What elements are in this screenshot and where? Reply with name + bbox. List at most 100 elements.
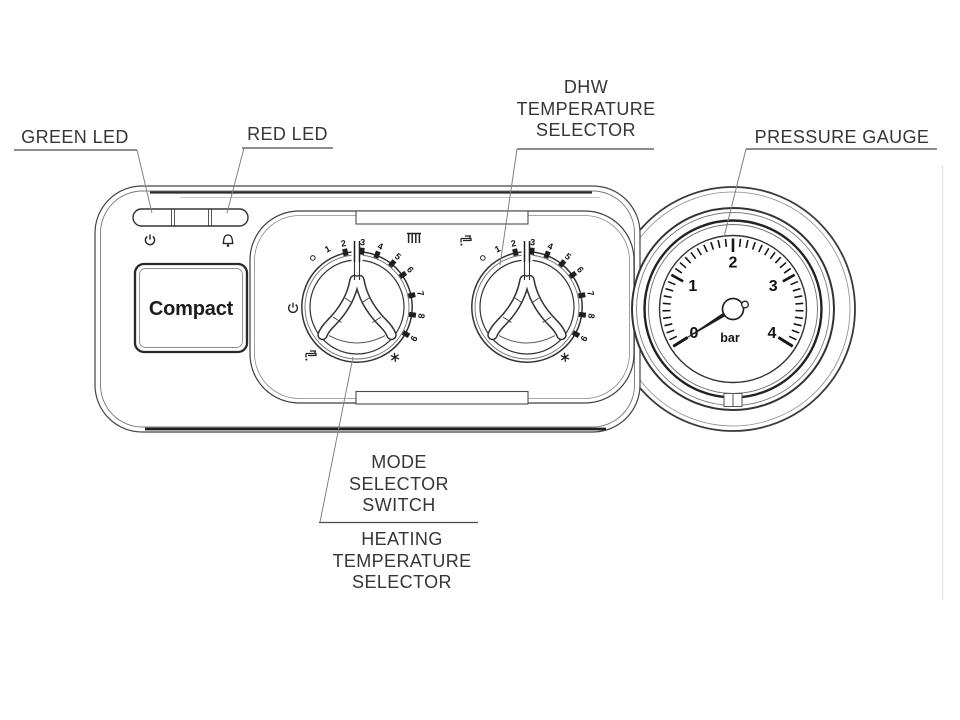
callout-underlines xyxy=(14,147,937,524)
gauge-tick xyxy=(710,241,715,250)
knob-scale-star-mark xyxy=(390,352,400,362)
gauge-number: 3 xyxy=(769,278,778,295)
gauge-tick xyxy=(662,302,671,305)
gauge-needle xyxy=(676,307,735,345)
knob-scale-tab xyxy=(571,330,581,339)
knob-scale-tab xyxy=(558,259,567,268)
brand-badge: Compact xyxy=(133,262,249,354)
gauge-tick xyxy=(790,280,799,286)
knob-scale-tab xyxy=(529,247,535,255)
knob-scale-tab xyxy=(568,270,578,279)
knob-scale-number: 4 xyxy=(376,241,384,252)
knob-scale-number: 7 xyxy=(415,290,426,297)
knob-scale-tab xyxy=(543,250,551,259)
gauge-tick xyxy=(738,238,742,247)
knob-scale-number: 6 xyxy=(405,265,416,275)
knob-scale-tab xyxy=(398,270,408,279)
gauge-hub xyxy=(721,297,745,321)
gauge-tick xyxy=(664,323,673,327)
gauge-tick-marks xyxy=(662,238,804,348)
gauge-number: 2 xyxy=(729,255,738,272)
knob-scale-number: 8 xyxy=(416,313,427,319)
gauge-tick xyxy=(666,329,675,334)
gauge-number: 1 xyxy=(688,278,697,295)
gauge-tick xyxy=(665,287,674,292)
gauge-tick xyxy=(794,316,803,320)
knob-scale-number: 2 xyxy=(340,238,347,249)
knob-scale-number: 2 xyxy=(510,238,517,249)
gauge-tick xyxy=(783,267,792,274)
gauge-tick xyxy=(670,273,684,283)
knob-scale-tab xyxy=(373,250,381,259)
dhw-temperature-selector-label: DHW TEMPERATURE SELECTOR xyxy=(516,77,656,140)
knob-scale-number: 8 xyxy=(586,313,597,319)
gauge-tick xyxy=(764,247,770,256)
green-led-label: GREEN LED xyxy=(21,127,129,147)
star-line xyxy=(563,352,567,362)
gauge-tick xyxy=(777,336,794,348)
gauge-tick xyxy=(795,302,804,305)
gauge-tick xyxy=(679,261,687,269)
knob-scale-number: 7 xyxy=(585,290,596,297)
gauge-tick xyxy=(667,280,676,286)
knob-scale-star-mark xyxy=(560,352,570,362)
gauge-tick xyxy=(724,238,728,247)
gauge-tick xyxy=(758,244,763,253)
gauge-tick xyxy=(703,244,708,253)
gauge-tick xyxy=(774,256,782,264)
knob-scale-off-mark xyxy=(310,255,316,261)
knob-scale-tab xyxy=(578,311,587,318)
knob-scale-number: 1 xyxy=(323,243,332,254)
knob-scale-number: 1 xyxy=(493,243,502,254)
led-strip-body xyxy=(132,208,249,227)
knob-scale-number: 9 xyxy=(578,334,589,343)
mode-selector-switch-label: MODE SELECTOR SWITCH xyxy=(349,452,449,515)
knob-scale-number: 5 xyxy=(563,251,573,262)
gauge-tick xyxy=(782,273,796,283)
green-led-leader xyxy=(136,149,153,214)
led-segment-dividers xyxy=(171,209,212,226)
gauge-tick xyxy=(794,295,803,299)
heating-temperature-selector-label: HEATING TEMPERATURE SELECTOR xyxy=(332,529,472,592)
star-line xyxy=(393,352,397,362)
gauge-number: 4 xyxy=(768,325,777,342)
mode-switch-leader xyxy=(319,356,354,523)
knob-scale-tab xyxy=(388,259,397,268)
knob-scale-tab xyxy=(359,247,365,255)
gauge-unit-label: bar xyxy=(720,331,740,345)
knob-scale-off-mark xyxy=(480,255,486,261)
gauge-tick xyxy=(779,261,787,269)
red-led-leader xyxy=(226,147,245,214)
gauge-tick xyxy=(663,295,672,299)
recess-bottom-slot xyxy=(355,390,529,405)
knob-scale-tab xyxy=(408,311,417,318)
gauge-tick xyxy=(696,247,702,256)
leader-lines xyxy=(136,147,747,523)
knob-scale-tab xyxy=(512,248,519,257)
recess-top-slot xyxy=(355,210,529,225)
gauge-tick xyxy=(669,335,678,341)
knob-scale-number: 5 xyxy=(393,251,403,262)
gauge-hub-notch xyxy=(741,300,749,309)
dhw-leader xyxy=(499,148,518,266)
pressure-gauge-label: PRESSURE GAUGE xyxy=(754,127,930,147)
led-indicator-strip xyxy=(132,208,249,248)
gauge-tick xyxy=(788,335,797,341)
knob-scale-number: 3 xyxy=(360,237,366,247)
pressure-gauge-leader xyxy=(723,148,747,238)
knob-scale-number: 3 xyxy=(530,237,536,247)
knob-scale-tab xyxy=(577,292,586,299)
gauge-tick xyxy=(793,323,802,327)
gauge-tick xyxy=(717,239,721,249)
gauge-tick xyxy=(769,251,776,260)
gauge-tick xyxy=(684,256,692,264)
knob-scale-number: 4 xyxy=(546,241,554,252)
knob-scale-tab xyxy=(401,330,411,339)
pressure-gauge: 01234 bar xyxy=(631,207,835,411)
gauge-tick xyxy=(663,316,672,320)
